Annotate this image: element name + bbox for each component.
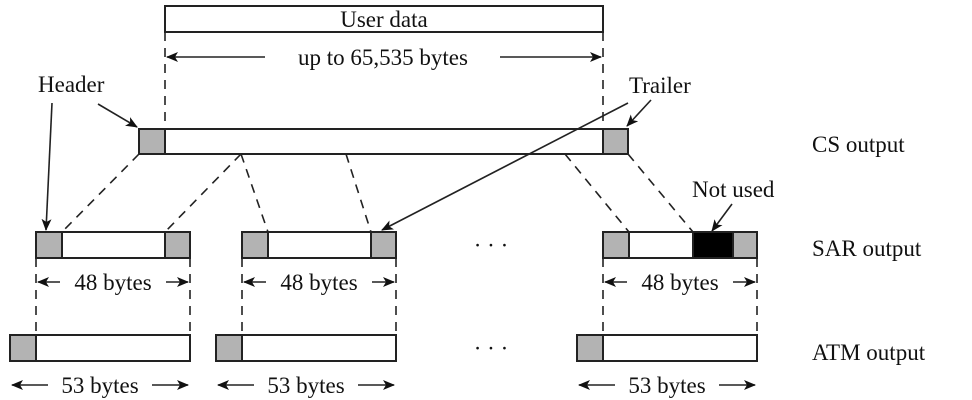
sar-header — [35, 231, 63, 259]
user-data-size-dimension: up to 65,535 bytes — [166, 45, 602, 70]
sar-size-label: 48 bytes — [280, 270, 357, 295]
atm-size-dimension-2: 53 bytes — [217, 373, 395, 398]
cs-header — [138, 128, 166, 155]
sar-trailer — [370, 231, 397, 259]
segment-guide — [240, 153, 269, 233]
segment-guide — [627, 153, 694, 233]
cs-output-bar — [138, 128, 629, 155]
row-label-cs: CS output — [812, 132, 905, 157]
sar-trailer — [164, 231, 191, 259]
atm-ellipsis: · · · — [474, 336, 508, 361]
sar-size-dimension-2: 48 bytes — [243, 270, 395, 295]
not-used-callout-label: Not used — [692, 177, 775, 202]
row-label-atm: ATM output — [812, 340, 926, 365]
segment-guide — [164, 153, 242, 233]
sar-trailer — [732, 231, 758, 259]
sar-header — [241, 231, 269, 259]
header-arrow-cs — [97, 103, 138, 128]
user-data-size-label: up to 65,535 bytes — [298, 45, 468, 70]
atm-size-label: 53 bytes — [267, 373, 344, 398]
user-data-block: User data — [164, 5, 604, 33]
sar-size-dimension-3: 48 bytes — [604, 270, 756, 295]
not-used-arrow — [711, 203, 733, 232]
row-label-sar: SAR output — [812, 236, 922, 261]
sar-size-dimension-1: 48 bytes — [37, 270, 189, 295]
atm-cell-2 — [215, 334, 397, 362]
sar-cell-3 — [602, 231, 758, 259]
segment-guide — [564, 153, 630, 233]
atm-size-dimension-3: 53 bytes — [578, 373, 756, 398]
sar-header — [602, 231, 630, 259]
atm-payload — [215, 334, 397, 362]
header-arrow-sar — [41, 102, 53, 231]
cs-trailer — [602, 128, 629, 155]
atm-header — [215, 334, 243, 362]
atm-size-label: 53 bytes — [61, 373, 138, 398]
trailer-callout-label: Trailer — [629, 73, 691, 98]
atm-cell-3 — [576, 334, 758, 362]
cs-payload — [138, 128, 629, 155]
atm-size-label: 53 bytes — [628, 373, 705, 398]
header-callout-label: Header — [38, 72, 105, 97]
atm-cell-1 — [9, 334, 191, 362]
segment-guide — [61, 153, 140, 233]
segment-guide — [345, 153, 372, 233]
sar-ellipsis: · · · — [474, 233, 508, 258]
sar-unused-region — [692, 231, 734, 259]
user-data-box — [164, 5, 604, 33]
user-data-label: User data — [340, 7, 428, 32]
atm-header — [9, 334, 37, 362]
atm-header — [576, 334, 604, 362]
sar-size-label: 48 bytes — [641, 270, 718, 295]
atm-payload — [9, 334, 191, 362]
sar-cell-1 — [35, 231, 191, 259]
sar-size-label: 48 bytes — [74, 270, 151, 295]
trailer-arrow-cs — [626, 99, 652, 127]
atm-size-dimension-1: 53 bytes — [11, 373, 189, 398]
sar-cell-2 — [241, 231, 397, 259]
trailer-arrow-sar — [381, 102, 629, 231]
